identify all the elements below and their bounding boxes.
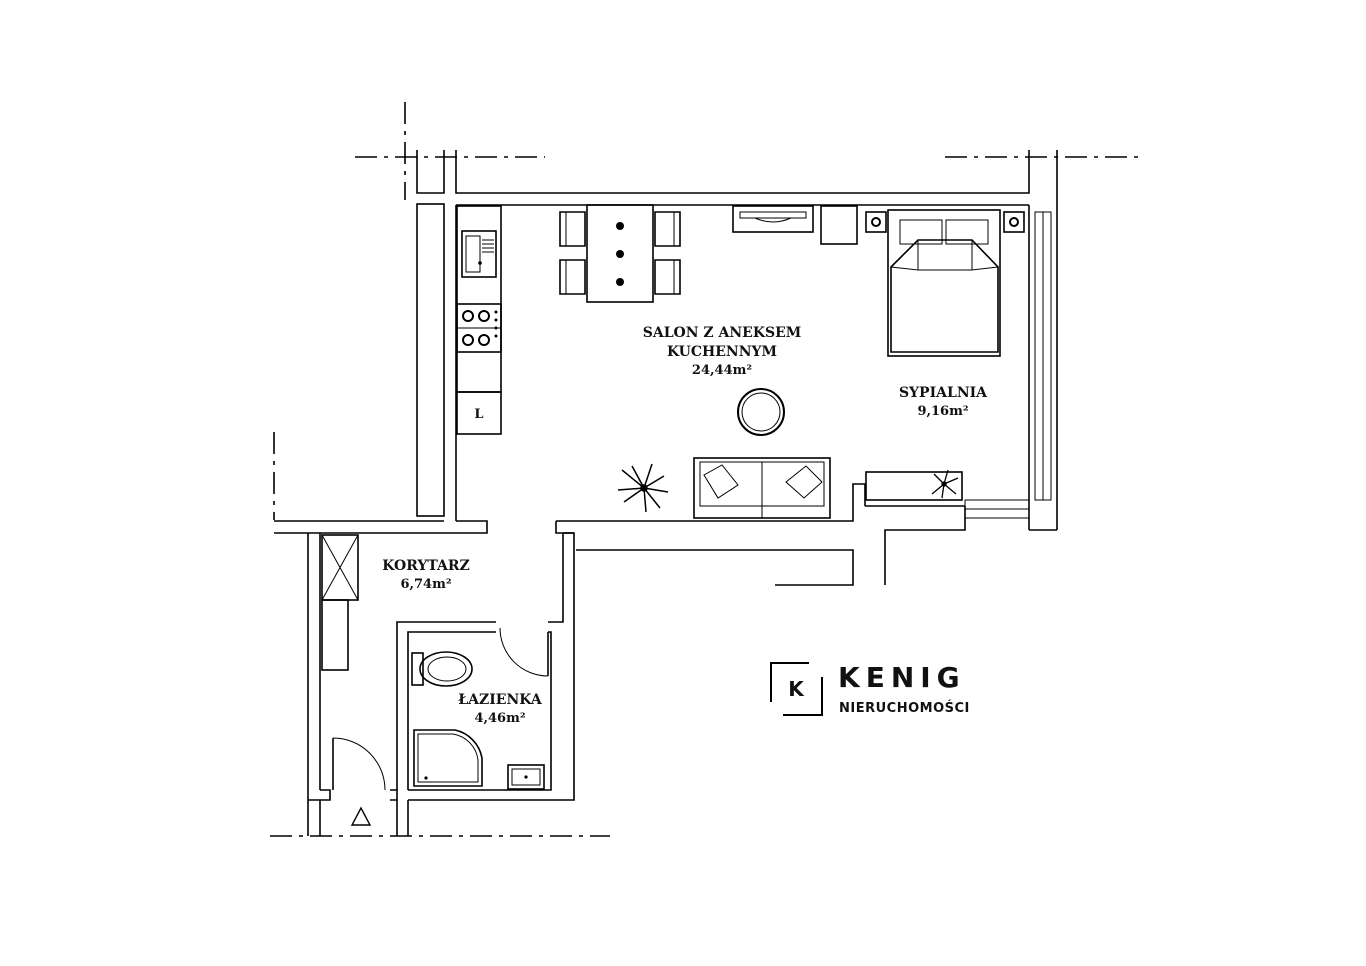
dresser bbox=[865, 471, 963, 501]
coffee-table bbox=[737, 388, 785, 436]
cabinet bbox=[820, 205, 858, 245]
lazienka-name: ŁAZIENKA bbox=[458, 692, 543, 708]
salon-area: 24,44m² bbox=[692, 363, 752, 378]
salon-name-line1: SALON Z ANEKSEM bbox=[643, 325, 802, 341]
bathroom-door bbox=[499, 627, 549, 677]
entrance-arrow-icon bbox=[350, 806, 372, 826]
salon-name-line2: KUCHENNYM bbox=[667, 344, 777, 360]
korytarz-name: KORYTARZ bbox=[382, 558, 470, 574]
toilet-icon bbox=[411, 651, 473, 687]
stove-icon bbox=[456, 303, 502, 353]
shower-icon bbox=[413, 729, 483, 787]
logo-letter: K bbox=[788, 677, 805, 701]
brand-tagline: NIERUCHOMOŚCI bbox=[839, 700, 970, 716]
kitchen-counter bbox=[456, 205, 502, 393]
sink-icon bbox=[507, 764, 545, 790]
plant-icon bbox=[617, 463, 669, 513]
walls bbox=[274, 150, 1058, 836]
dining-table bbox=[559, 204, 681, 303]
korytarz-area: 6,74m² bbox=[400, 577, 451, 592]
entrance-door bbox=[332, 737, 386, 791]
fridge: L bbox=[456, 391, 502, 435]
brand-name: KENIG bbox=[838, 661, 966, 694]
sypialnia-name: SYPIALNIA bbox=[899, 385, 988, 401]
tv-stand bbox=[732, 205, 814, 233]
wardrobe bbox=[321, 534, 359, 671]
sofa-icon bbox=[693, 457, 831, 519]
sypialnia-area: 9,16m² bbox=[917, 404, 968, 419]
lazienka-area: 4,46m² bbox=[474, 711, 525, 726]
bed-icon bbox=[887, 209, 1001, 357]
nightstand-left bbox=[865, 211, 887, 233]
fridge-label: L bbox=[474, 407, 483, 422]
kenig-logo: K KENIG NIERUCHOMOŚCI bbox=[770, 661, 970, 716]
nightstand-right bbox=[1003, 211, 1025, 233]
plant-small-icon bbox=[931, 469, 959, 499]
axis-lines bbox=[270, 102, 1140, 837]
